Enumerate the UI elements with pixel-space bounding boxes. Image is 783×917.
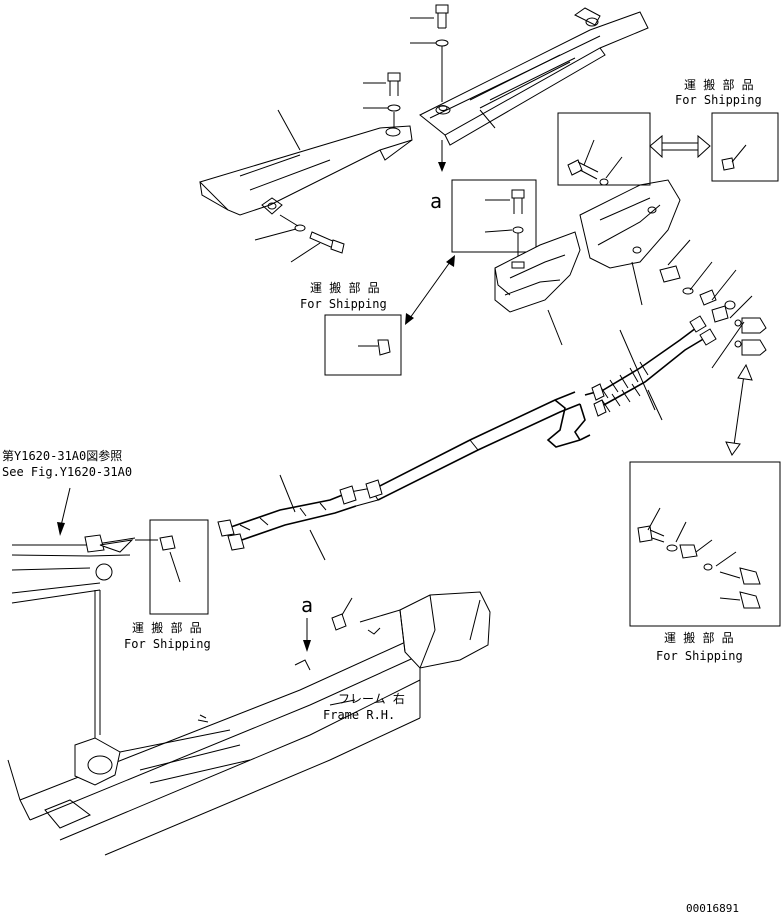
- shipping-part-fitting: [159, 535, 176, 551]
- drawing-number: 00016891: [686, 902, 739, 915]
- bracket-right: [579, 179, 681, 269]
- detail-a-bolt: [484, 189, 525, 266]
- fittings-right: [659, 239, 767, 369]
- shipping-box-top-right: [711, 112, 779, 182]
- label-shipping-jp-left: 運 搬 部 品: [132, 620, 202, 635]
- label-shipping-en-left: For Shipping: [124, 637, 211, 651]
- detail-a-box: [451, 179, 537, 253]
- shipping-box-center: [324, 314, 402, 376]
- plug-frame: [331, 613, 347, 631]
- detail-fitting-box: [629, 461, 781, 627]
- label-shipping-en-center: For Shipping: [300, 297, 387, 311]
- label-detail-a-top: a: [430, 189, 442, 213]
- hose-assembly: [217, 315, 717, 551]
- detail-fittings: [637, 507, 761, 609]
- shipping-box-left: [149, 519, 209, 615]
- label-shipping-en-bottom-right: For Shipping: [656, 649, 743, 663]
- detail-bolt: [567, 139, 623, 186]
- bracket-left: [494, 231, 581, 313]
- label-frame-jp: フレーム 右: [338, 691, 405, 706]
- frame-rh: [7, 591, 491, 856]
- shipping-part-cap: [377, 339, 391, 356]
- bolt-top-1: [435, 4, 449, 102]
- label-shipping-en-top-right: For Shipping: [675, 93, 762, 107]
- arm-end-left: [11, 534, 136, 740]
- label-shipping-jp-bottom-right: 運 搬 部 品: [664, 630, 734, 645]
- cover-plate-lower: [199, 125, 413, 216]
- label-ref-fig-en: See Fig.Y1620-31A0: [2, 465, 132, 479]
- label-frame-en: Frame R.H.: [323, 708, 395, 722]
- cover-plate-upper: [419, 7, 649, 146]
- bolt-lower-left: [279, 214, 345, 254]
- bolt-top-2: [387, 72, 401, 128]
- label-shipping-jp-top-right: 運 搬 部 品: [684, 77, 754, 92]
- shipping-part-plug: [721, 157, 735, 171]
- label-shipping-jp-center: 運 搬 部 品: [310, 280, 380, 295]
- label-ref-fig-jp: 第Y1620-31A0図参照: [2, 448, 122, 463]
- label-detail-a-bottom: a: [301, 593, 313, 617]
